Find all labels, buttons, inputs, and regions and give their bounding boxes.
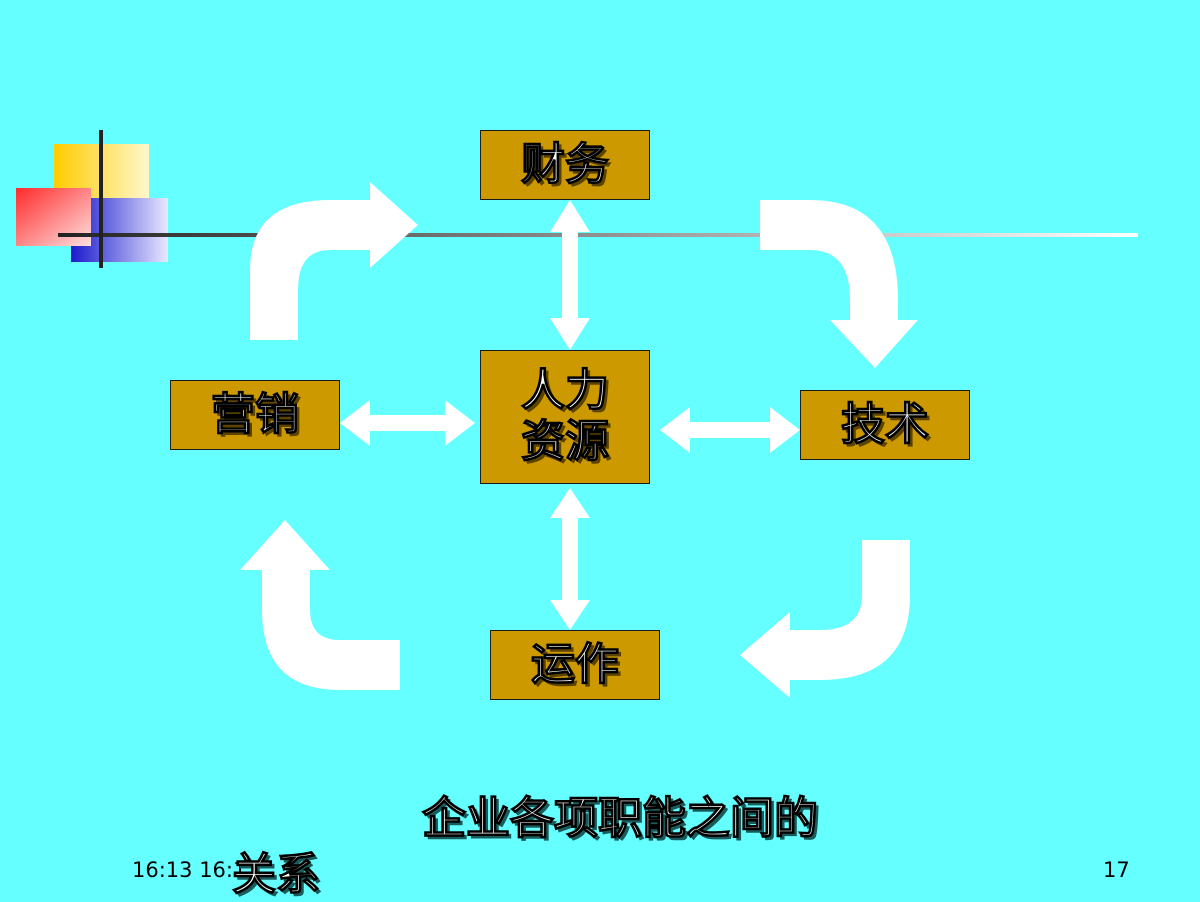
node-operations: 运作 bbox=[490, 630, 660, 700]
footer-timestamp: 16:13 16:1 bbox=[132, 858, 247, 882]
arrow-marketing-to-finance bbox=[250, 182, 418, 340]
diagram-caption-line2: 关系 bbox=[231, 848, 320, 900]
arrow-hr-operations bbox=[550, 488, 590, 630]
node-human-resources: 人力 资源 bbox=[480, 350, 650, 484]
slide-decoration bbox=[16, 130, 1138, 268]
arrow-finance-to-technology bbox=[760, 200, 918, 368]
arrow-operations-to-marketing bbox=[240, 520, 400, 690]
arrow-technology-to-operations bbox=[740, 540, 910, 698]
title-rule-line bbox=[58, 233, 1138, 237]
diagram-caption-line1: 企业各项职能之间的 bbox=[421, 792, 818, 844]
logo-vertical-line bbox=[99, 130, 103, 268]
node-technology: 技术 bbox=[800, 390, 970, 460]
arrow-hr-marketing bbox=[340, 400, 475, 446]
arrow-hr-technology bbox=[660, 407, 800, 453]
node-finance: 财务 bbox=[480, 130, 650, 200]
slide-page-number: 17 bbox=[1103, 858, 1130, 882]
arrow-hr-finance bbox=[550, 200, 590, 350]
node-marketing: 营销 bbox=[170, 380, 340, 450]
